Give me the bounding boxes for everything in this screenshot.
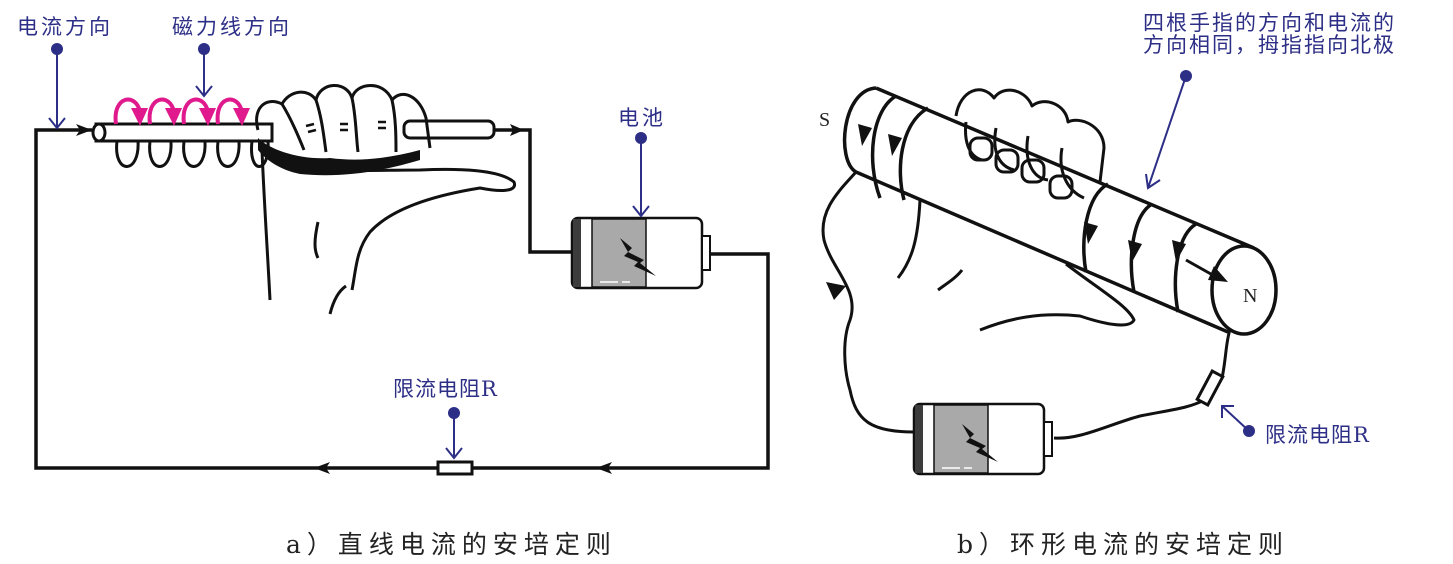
right-hand-straight-wire [255,84,517,315]
current-arrow-bottom-left [314,462,330,474]
field-arrowhead [233,108,250,126]
field-direction-arrows [113,97,244,125]
label-field-line-direction: 磁力线方向 [172,15,292,39]
hand-shadow [258,138,420,176]
battery-a [570,216,711,290]
field-arrowhead [165,108,182,126]
coil-turns [870,94,1198,313]
coil-arrowheads [858,124,1228,282]
circuit-wire-a-battery-left [495,128,572,254]
resistor-b [1195,369,1225,407]
callouts-a [48,43,650,460]
field-arrowhead [131,108,148,126]
panel-b [821,70,1278,476]
caption-panel-a: a）直线电流的安培定则 [286,530,617,559]
north-direction-arrow [1185,258,1219,280]
battery-b [912,402,1053,476]
pole-north: N [1243,285,1258,307]
resistor-a [436,460,474,476]
pole-south: S [819,109,831,131]
current-arrow-top-left [76,124,92,136]
circuit-wire-b [821,171,915,434]
current-arrow-bottom-right [596,462,612,474]
label-resistor-a: 限流电阻R [393,377,498,401]
circuit-wire-a [34,128,770,470]
current-arrow-b [826,282,846,300]
field-loops-lower [115,140,270,168]
right-hand-solenoid [896,88,1136,332]
label-rule-line2: 方向相同，拇指指向北极 [1143,33,1396,57]
panel-a [34,43,770,476]
label-battery: 电池 [618,106,666,130]
circuit-wire-b-right [1053,329,1232,440]
label-resistor-b: 限流电阻R [1265,423,1370,447]
solenoid-cylinder [842,86,1278,336]
caption-panel-b: b）环形电流的安培定则 [957,530,1290,559]
field-arrowhead [199,108,216,126]
finger-creases [305,120,386,134]
current-arrow-top-right [510,124,524,136]
callouts-b [1145,70,1255,437]
label-current-direction: 电流方向 [17,15,113,39]
label-rule-line1: 四根手指的方向和电流的 [1143,11,1396,35]
